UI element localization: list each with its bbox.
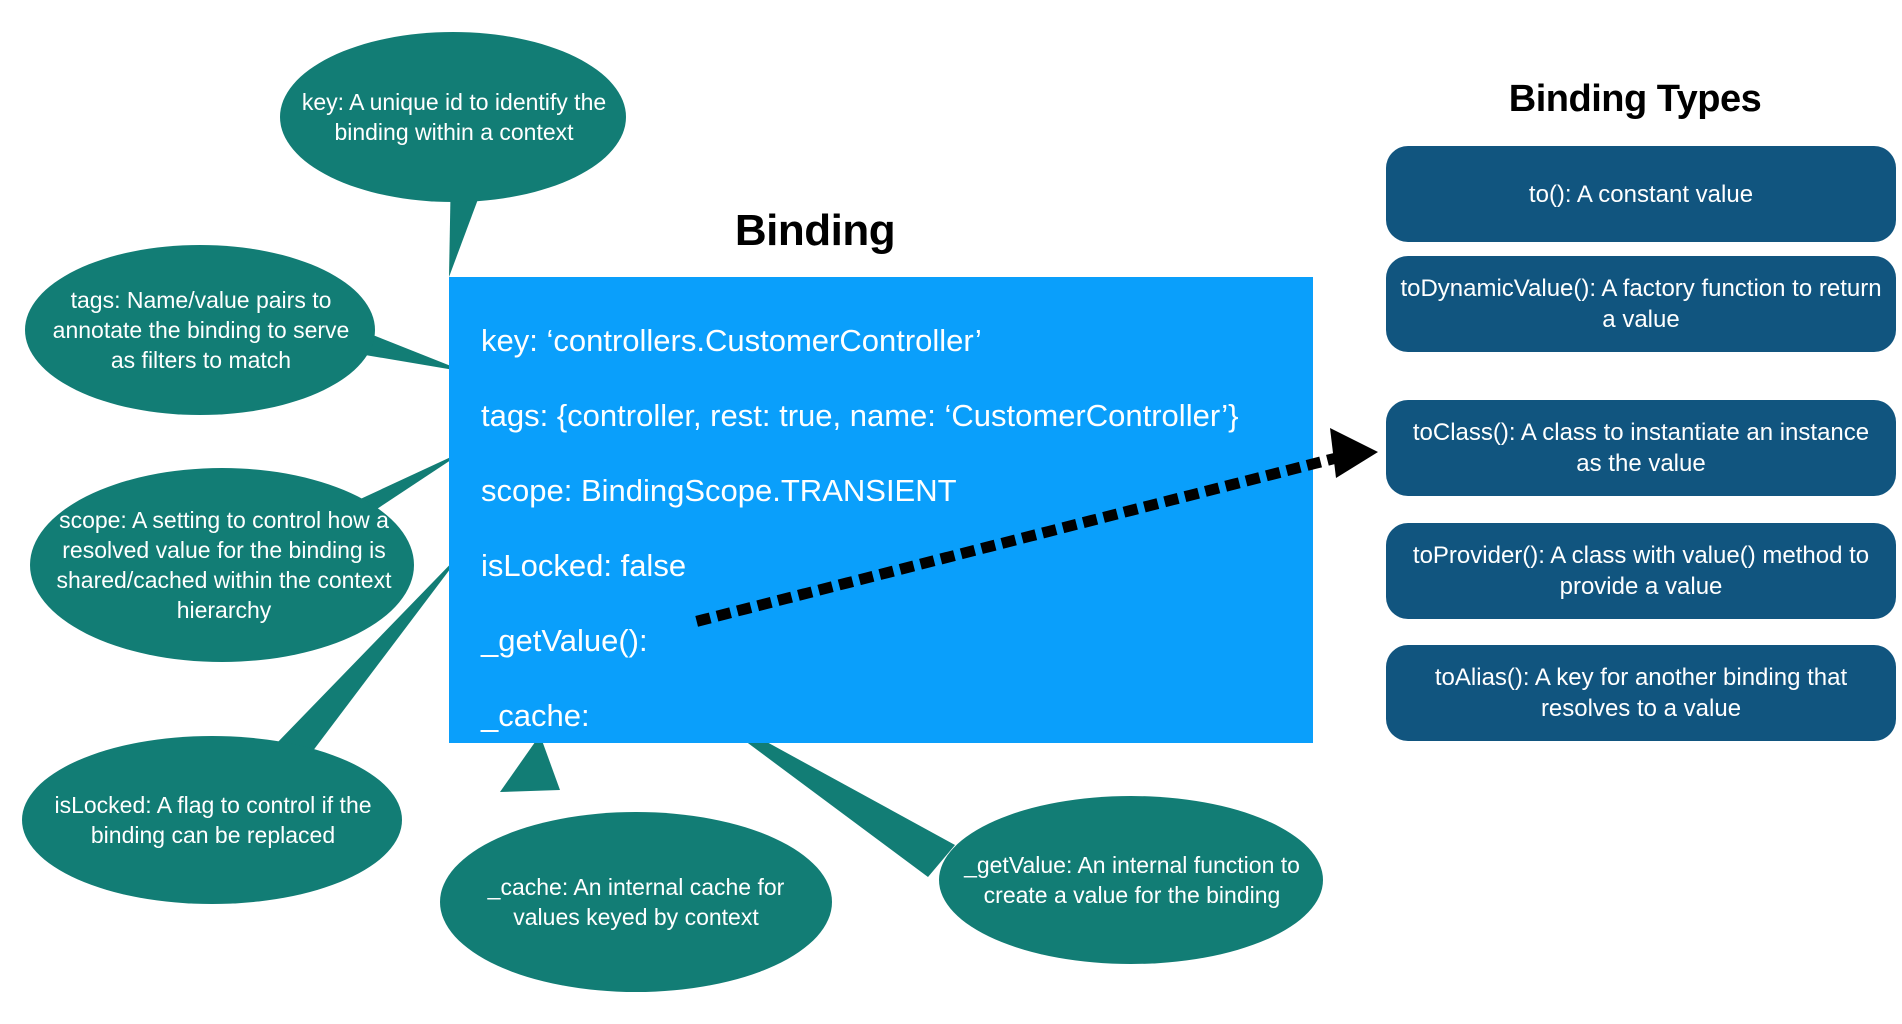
binding-row-islocked: isLocked: false <box>481 548 687 583</box>
callout-label-key: key: A unique id to identify the binding… <box>301 89 607 145</box>
callout-bubbles <box>22 32 1323 992</box>
binding-type-pill-todynamicvalue[interactable] <box>1386 256 1896 352</box>
callout-bubble-scope <box>30 468 414 662</box>
binding-type-pill-to[interactable] <box>1386 146 1896 242</box>
binding-row-cache: _cache: <box>481 698 590 733</box>
callout-bubble-getvalue <box>939 796 1323 964</box>
page-title-binding: Binding <box>734 206 896 255</box>
binding-type-pill-toprovider[interactable] <box>1386 523 1896 619</box>
binding-row-scope: scope: BindingScope.TRANSIENT <box>481 473 957 508</box>
binding-type-label-toalias[interactable]: toAlias(): A key for another binding tha… <box>1434 664 1848 722</box>
dotted-arrow-head <box>1330 428 1378 478</box>
callout-tail-getvalue <box>690 700 955 877</box>
callout-bubble-tags <box>25 245 375 415</box>
binding-type-label-toprovider[interactable]: toProvider(): A class with value() metho… <box>1412 542 1870 600</box>
binding-card <box>449 277 1313 743</box>
getvalue-to-toclass-connector <box>695 428 1378 627</box>
callout-tail-cache <box>500 735 560 792</box>
binding-row-getvalue: _getValue(): <box>481 623 648 658</box>
callout-bubble-cache <box>440 812 832 992</box>
binding-type-pill-toalias[interactable] <box>1386 645 1896 741</box>
page-title-binding-types: Binding Types <box>1508 78 1762 120</box>
callout-tail-islocked <box>275 548 466 760</box>
callout-label-getvalue: _getValue: An internal function to creat… <box>964 852 1300 908</box>
binding-row-key: key: ‘controllers.CustomerController’ <box>481 323 982 358</box>
callout-label-tags: tags: Name/value pairs to annotate the b… <box>52 287 350 373</box>
binding-row-tags: tags: {controller, rest: true, name: ‘Cu… <box>481 398 1239 433</box>
callout-label-scope: scope: A setting to control how a resolv… <box>56 507 392 623</box>
binding-type-label-todynamicvalue[interactable]: toDynamicValue(): A factory function to … <box>1400 275 1882 333</box>
dotted-arrow-line <box>695 448 1355 627</box>
binding-type-pill-toclass[interactable] <box>1386 400 1896 496</box>
binding-type-pills <box>1386 146 1896 741</box>
callout-label-islocked: isLocked: A flag to control if the bindi… <box>54 792 372 848</box>
binding-type-label-to[interactable]: to(): A constant value <box>1528 180 1754 208</box>
callout-bubble-key <box>280 32 626 202</box>
callout-bubble-islocked <box>22 736 402 904</box>
callout-label-cache: _cache: An internal cache for values key… <box>487 874 785 930</box>
binding-card-content: key: ‘controllers.CustomerController’ ta… <box>449 277 1313 743</box>
binding-type-label-toclass[interactable]: toClass(): A class to instantiate an ins… <box>1412 419 1870 477</box>
